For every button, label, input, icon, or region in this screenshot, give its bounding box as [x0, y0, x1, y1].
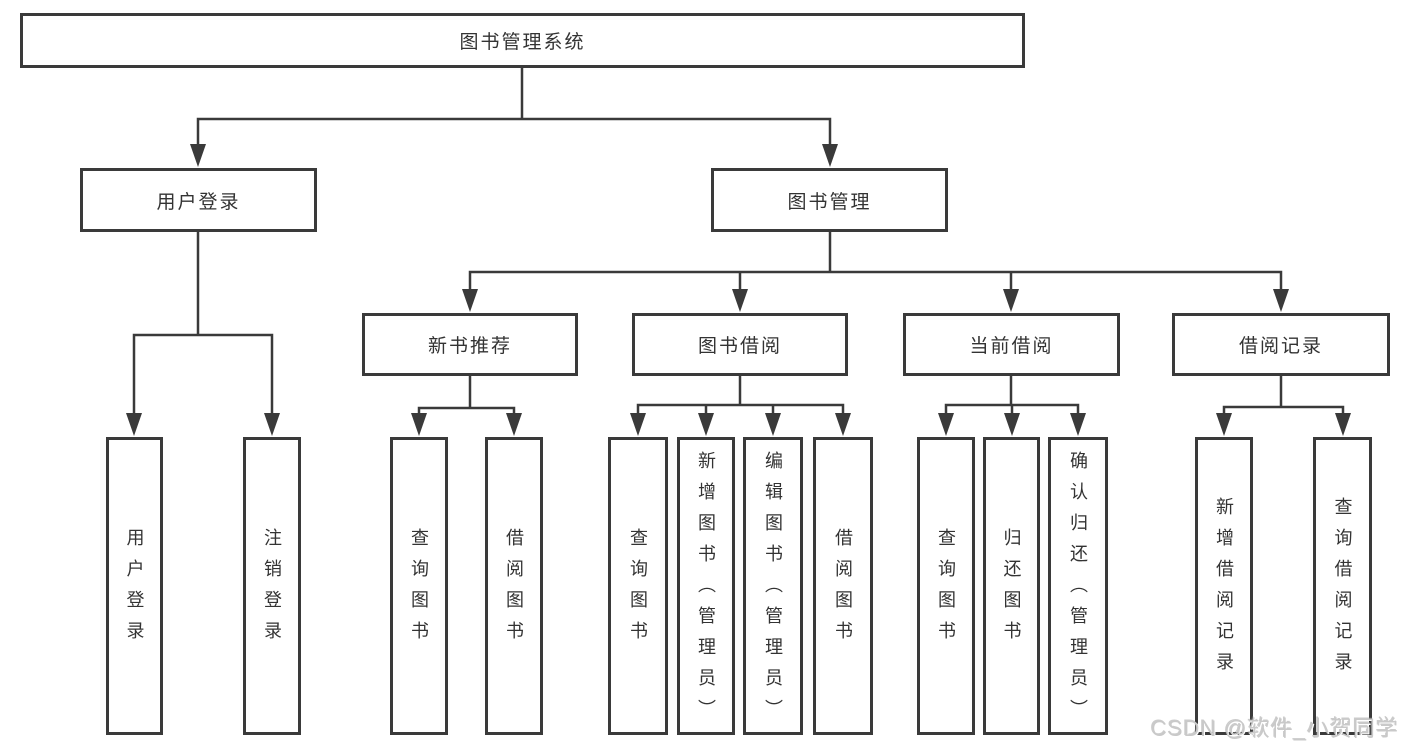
arrowhead-icon: [732, 289, 748, 312]
arrowhead-icon: [1004, 413, 1020, 436]
arrowhead-icon: [1273, 289, 1289, 312]
arrowhead-icon: [506, 413, 522, 436]
leaf-query-borrow-record: 查询借阅记录: [1313, 437, 1372, 735]
arrowhead-icon: [822, 144, 838, 167]
connector-path: [132, 66, 1345, 420]
node-library-management-system: 图书管理系统: [20, 13, 1025, 68]
arrowhead-icon: [765, 413, 781, 436]
leaf-edit-books-admin: 编辑图书（管理员）: [743, 437, 803, 735]
node-new-book-recommendation: 新书推荐: [362, 313, 578, 376]
leaf-add-books-admin: 新增图书（管理员）: [677, 437, 735, 735]
leaf-current-query-books: 查询图书: [917, 437, 975, 735]
arrowhead-icon: [1335, 413, 1351, 436]
leaf-confirm-return-admin: 确认归还（管理员）: [1048, 437, 1108, 735]
node-borrowing-records: 借阅记录: [1172, 313, 1390, 376]
arrowhead-icon: [698, 413, 714, 436]
arrowhead-icon: [462, 289, 478, 312]
arrowhead-icon: [1003, 289, 1019, 312]
node-book-management: 图书管理: [711, 168, 948, 232]
arrowhead-icon: [835, 413, 851, 436]
arrowhead-icon: [938, 413, 954, 436]
arrowhead-icon: [630, 413, 646, 436]
node-user-login: 用户登录: [80, 168, 317, 232]
leaf-logout: 注销登录: [243, 437, 301, 735]
leaf-borrow-books: 借阅图书: [813, 437, 873, 735]
leaf-user-login: 用户登录: [106, 437, 163, 735]
leaf-recommend-query-books: 查询图书: [390, 437, 448, 735]
arrowhead-icon: [1070, 413, 1086, 436]
leaf-recommend-borrow-books: 借阅图书: [485, 437, 543, 735]
leaf-add-borrow-record: 新增借阅记录: [1195, 437, 1253, 735]
arrowhead-icon: [1216, 413, 1232, 436]
arrowhead-icon: [411, 413, 427, 436]
leaf-return-books: 归还图书: [983, 437, 1040, 735]
node-book-borrowing: 图书借阅: [632, 313, 848, 376]
leaf-borrowing-query-books: 查询图书: [608, 437, 668, 735]
arrowhead-icon: [126, 413, 142, 436]
arrowheads: [126, 144, 1351, 436]
arrowhead-icon: [264, 413, 280, 436]
node-current-borrowing: 当前借阅: [903, 313, 1120, 376]
arrowhead-icon: [190, 144, 206, 167]
